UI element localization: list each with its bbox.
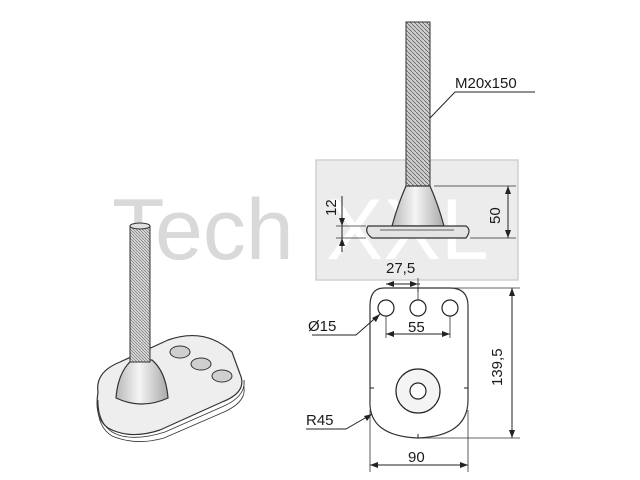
thread-label: M20x150: [455, 75, 517, 92]
plan-hole-center: [409, 299, 427, 317]
diameter-leader-arrow: [372, 314, 380, 322]
dim-50-arrow-bottom: [505, 230, 511, 238]
dim-55-arrow-left: [386, 331, 394, 337]
dim-1395-arrow-top: [509, 288, 515, 296]
side-base-plate: [366, 225, 470, 239]
dim-90-arrow-right: [460, 462, 468, 468]
dim-55-label: 55: [408, 319, 425, 336]
dim-12-arrow-top: [339, 218, 345, 226]
dim-55-arrow-right: [442, 331, 450, 337]
plan-view: 27,5 55 Ø15 139,5 R45 90: [306, 260, 520, 472]
side-threaded-rod: [405, 21, 431, 187]
dim-90-arrow-left: [370, 462, 378, 468]
iso-hole-3: [211, 369, 233, 383]
isometric-view: [96, 222, 245, 442]
radius-leader-line: [306, 413, 373, 430]
iso-rod-top: [129, 222, 151, 230]
dim-50-arrow-top: [505, 186, 511, 194]
dim-90-label: 90: [408, 449, 425, 466]
dim-1395-arrow-bottom: [509, 430, 515, 438]
dim-1395-label: 139,5: [489, 348, 506, 386]
side-view: M20x150 12 50: [323, 21, 535, 252]
iso-threaded-rod: [129, 225, 151, 363]
diameter-label: Ø15: [308, 318, 336, 335]
iso-base-plate-edge: [97, 379, 245, 442]
iso-hole-2: [190, 357, 212, 371]
watermark: Tech XXL: [112, 159, 519, 281]
thread-leader-line: [429, 91, 535, 119]
dim-275-label: 27,5: [386, 260, 415, 277]
dim-275-arrow-left: [386, 281, 394, 287]
iso-cone: [115, 359, 169, 405]
diameter-leader-line: [312, 313, 381, 336]
plan-hole-right: [441, 299, 459, 317]
plan-hole-left: [377, 299, 395, 317]
dim-12-label: 12: [323, 199, 340, 216]
dim-12-arrow-bottom: [339, 238, 345, 246]
radius-label: R45: [306, 412, 334, 429]
iso-hole-1: [169, 345, 191, 359]
radius-leader-arrow: [364, 414, 372, 421]
dim-50-label: 50: [487, 207, 504, 224]
dim-275-arrow-right: [410, 281, 418, 287]
plan-boss-inner: [409, 382, 427, 400]
